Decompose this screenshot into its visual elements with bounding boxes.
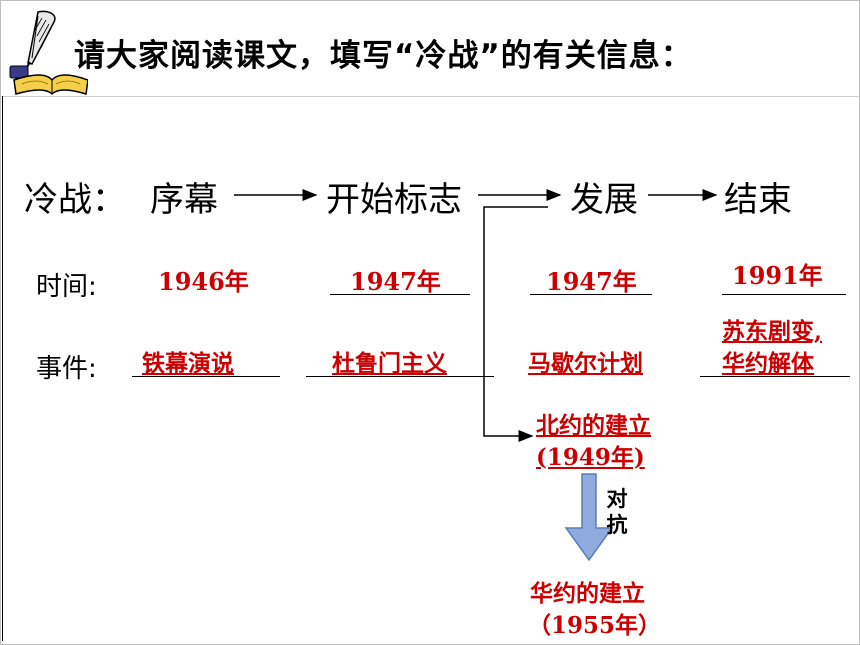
time-underline-end	[722, 294, 846, 295]
page-title: 请大家阅读课文，填写“冷战”的有关信息：	[74, 38, 693, 74]
event-truman-doctrine: 杜鲁门主义	[332, 350, 447, 377]
quill-pen-and-book-icon	[9, 10, 88, 96]
left-border-line	[2, 96, 3, 641]
time-underline-start	[330, 294, 470, 295]
event-end-line1: 苏东剧变,	[722, 318, 823, 345]
time-end: 1991年	[732, 261, 823, 290]
time-prelude: 1946年	[158, 267, 249, 296]
event-end-line2: 华约解体	[722, 350, 814, 377]
nato-founding: 北约的建立	[536, 412, 651, 439]
stage-start-sign: 开始标志	[326, 180, 462, 220]
event-marshall-plan: 马歇尔计划	[528, 350, 643, 377]
event-underline-prelude	[132, 376, 280, 377]
event-underline-end	[700, 376, 850, 377]
warsaw-pact-founding: 华约的建立	[530, 580, 645, 607]
time-development: 1947年	[546, 267, 637, 296]
stage-prelude: 序幕	[150, 180, 218, 220]
nato-year: (1949年)	[536, 444, 645, 471]
stage-development: 发展	[570, 180, 638, 220]
warsaw-pact-year: （1955年）	[528, 612, 662, 639]
time-start-sign: 1947年	[350, 267, 441, 296]
cold-war-prefix: 冷战：	[24, 180, 126, 220]
stage-end: 结束	[724, 180, 792, 220]
event-iron-curtain: 铁幕演说	[142, 350, 234, 377]
time-row-label: 时间:	[36, 272, 97, 302]
header-divider	[0, 96, 860, 97]
time-underline-development	[530, 294, 652, 295]
event-row-label: 事件:	[36, 354, 97, 384]
confrontation-label: 对 抗	[606, 487, 628, 537]
event-underline-start	[306, 376, 494, 377]
